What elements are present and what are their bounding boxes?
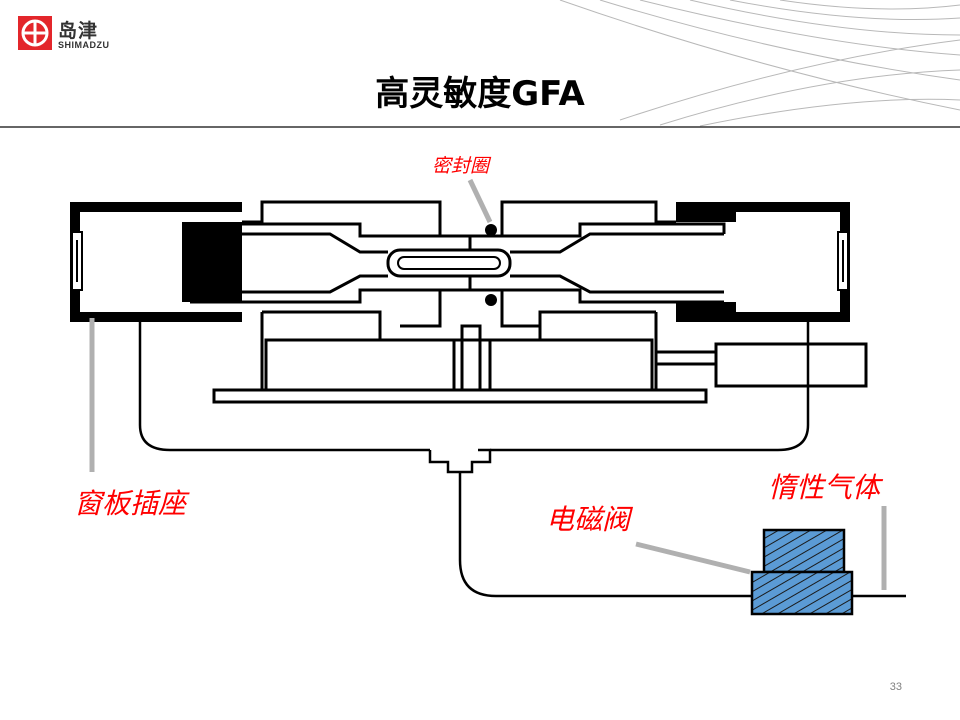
lower-block-right [488, 338, 654, 392]
label-solenoid-valve: 电磁阀 [546, 503, 631, 536]
graphite-tube [386, 248, 512, 278]
page-number: 33 [889, 681, 902, 693]
label-window-socket: 窗板插座 [74, 487, 187, 520]
lower-block-left [264, 338, 456, 392]
side-box [714, 342, 868, 388]
electrode-housing [70, 200, 868, 404]
seal-ring-bottom [485, 294, 497, 306]
decorative-arcs [0, 0, 960, 128]
logo-name-cn: 岛津 [58, 20, 99, 42]
seal-ring-top [485, 224, 497, 236]
base-plate [212, 388, 708, 404]
logo-name-en: SHIMADZU [58, 40, 110, 50]
label-inert-gas: 惰性气体 [768, 471, 881, 504]
label-seal-ring: 密封圈 [432, 155, 490, 177]
page-title: 高灵敏度GFA [375, 74, 585, 114]
solenoid-valve [750, 528, 854, 616]
shimadzu-logo-icon [18, 16, 52, 50]
gas-lines [138, 322, 906, 598]
leader-lines [89, 178, 887, 590]
